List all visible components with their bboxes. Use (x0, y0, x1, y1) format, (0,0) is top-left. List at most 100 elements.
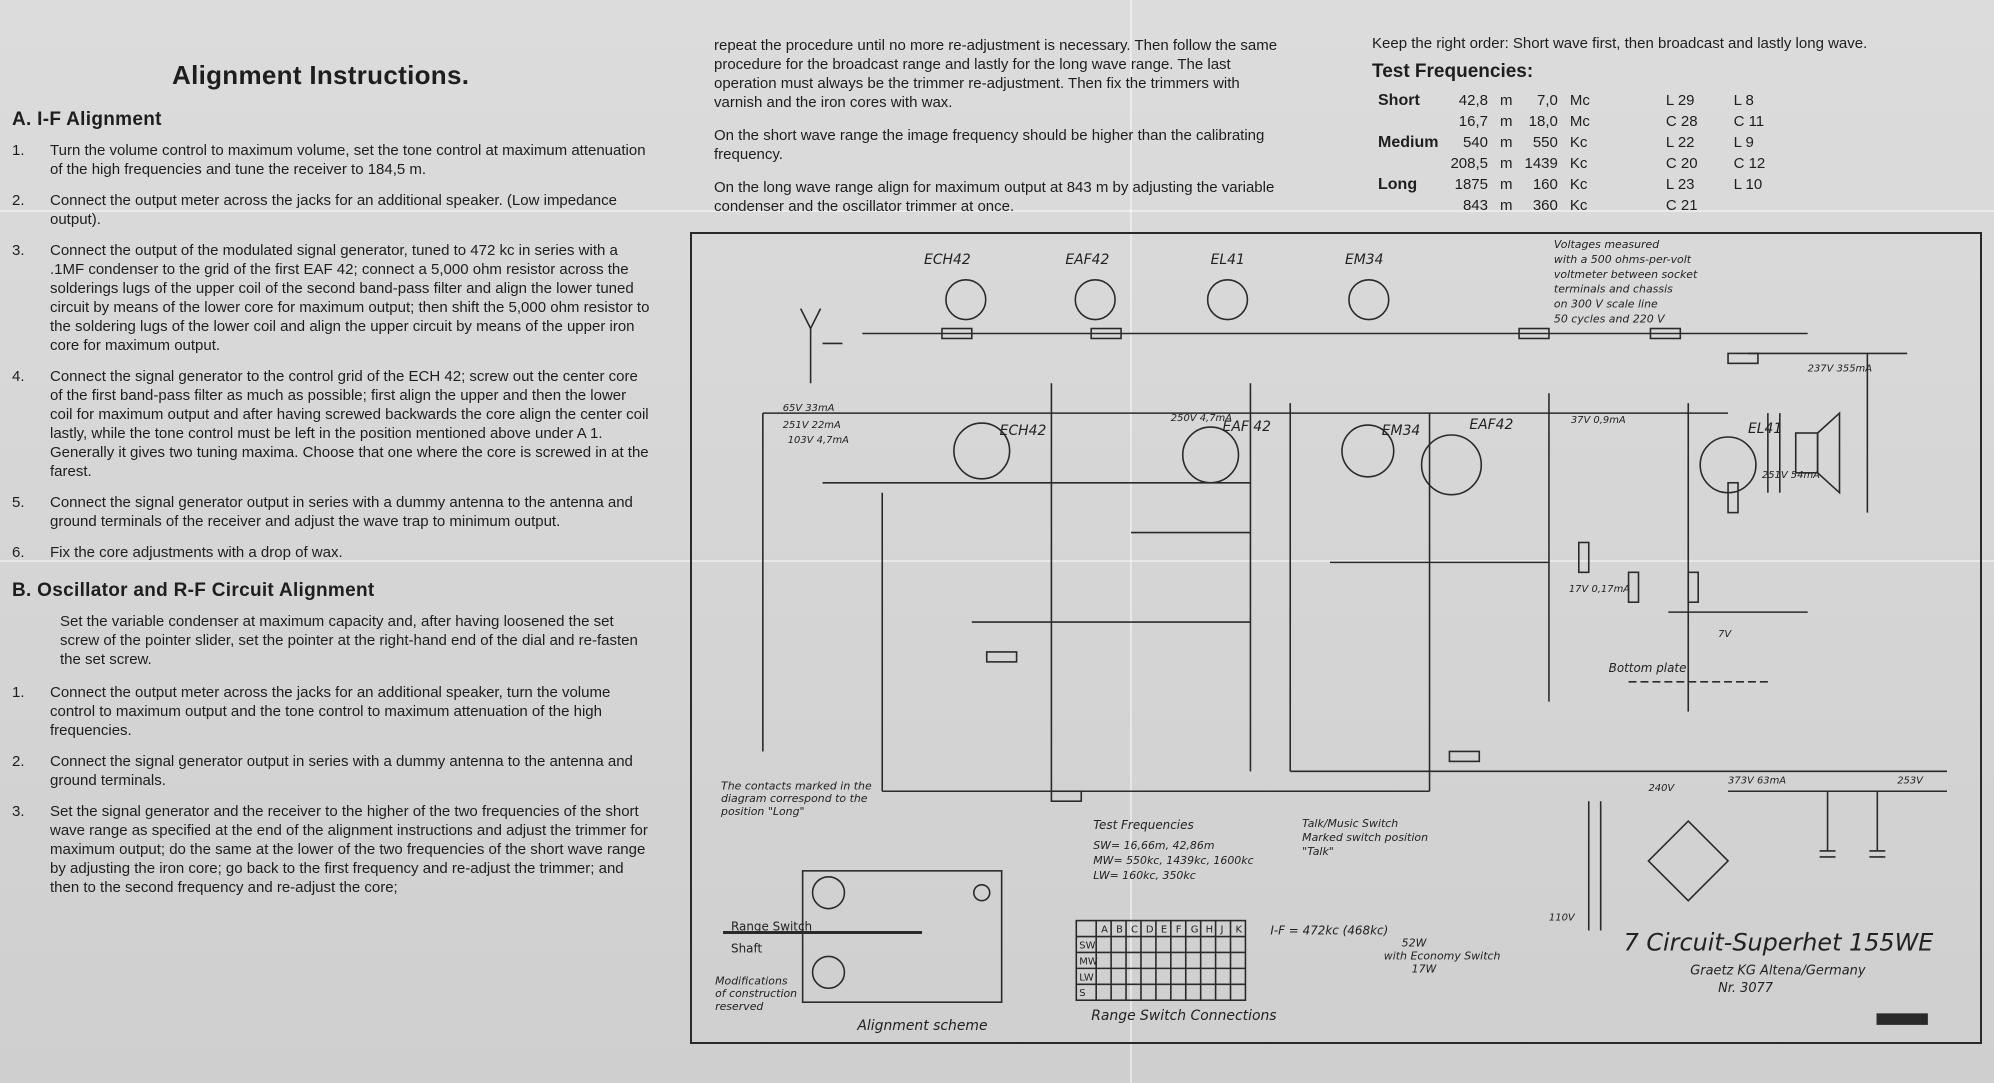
unit-cell: Kc (1569, 176, 1588, 193)
unit-cell: m (1500, 176, 1513, 193)
schematic-label: voltmeter between socket (1554, 268, 1698, 281)
voltage-label: 373V 63mA (1728, 775, 1786, 786)
alignment-instructions: Alignment Instructions. A. I-F Alignment… (12, 60, 652, 909)
schematic-label: Marked switch position (1302, 831, 1428, 844)
paper-crease (1130, 0, 1132, 1083)
band-cell (1372, 112, 1444, 133)
frequency-cell: 550 (1532, 134, 1558, 151)
tube-label: EAF 42 (1223, 419, 1271, 435)
schematic-label: SW= 16,66m, 42,86m (1093, 839, 1214, 852)
switch-row: LW (1079, 972, 1094, 983)
band-cell (1372, 196, 1444, 217)
unit-cell: Kc (1569, 197, 1588, 214)
paper-crease (0, 560, 1994, 562)
component-cell: C 21 (1665, 197, 1698, 214)
frequency-cell: 1439 (1524, 155, 1558, 172)
switch-col: G (1191, 925, 1199, 936)
tube-label: EM34 (1345, 252, 1384, 268)
instruction-item: 1.Turn the volume control to maximum vol… (12, 141, 652, 179)
instruction-item: 2.Connect the output meter across the ja… (12, 191, 652, 229)
switch-col: J (1220, 925, 1224, 936)
component-cell: L 8 (1733, 92, 1754, 109)
voltage-label: 17V 0,17mA (1569, 584, 1630, 595)
model-title: 7 Circuit-Superhet 155WE (1624, 928, 1935, 956)
item-number: 4. (12, 368, 25, 385)
wavelength-cell: 540 (1462, 134, 1488, 151)
voltage-label: 65V 33mA (783, 403, 835, 414)
switch-col: A (1101, 925, 1108, 936)
unit-cell: m (1500, 155, 1513, 172)
band-cell: Medium (1378, 134, 1439, 151)
item-text: Turn the volume control to maximum volum… (50, 142, 646, 178)
item-text: Connect the output meter across the jack… (50, 192, 617, 228)
schematic-label: MW= 550kc, 1439kc, 1600kc (1093, 854, 1253, 867)
unit-cell: m (1500, 92, 1513, 109)
switch-row: S (1079, 988, 1085, 999)
item-number: 3. (12, 803, 25, 820)
component-cell (1704, 196, 1772, 217)
voltage-label: 251V 22mA (783, 420, 841, 431)
unit-cell: Mc (1569, 113, 1590, 130)
switch-row: SW (1079, 940, 1095, 951)
paragraph: repeat the procedure until no more re-ad… (714, 37, 1278, 111)
schematic-label: reserved (715, 1000, 763, 1013)
item-text: Connect the signal generator to the cont… (50, 368, 649, 480)
item-number: 5. (12, 494, 25, 511)
page-title: Alignment Instructions. (172, 60, 470, 90)
item-text: Connect the signal generator output in s… (50, 753, 633, 789)
voltage-label: 7V (1718, 629, 1732, 640)
frequency-cell: 360 (1532, 197, 1558, 214)
switch-col: B (1116, 925, 1123, 936)
schematic-label: of construction (715, 987, 797, 1000)
voltage-label: 110V (1549, 913, 1576, 924)
wavelength-cell: 42,8 (1458, 92, 1488, 109)
switch-row: MW (1079, 956, 1098, 967)
item-number: 3. (12, 242, 25, 259)
component-cell: C 28 (1665, 113, 1698, 130)
section-b-list: 1.Connect the output meter across the ja… (12, 683, 652, 897)
switch-col: K (1235, 925, 1242, 936)
switch-col: C (1131, 925, 1138, 936)
wavelength-cell: 208,5 (1450, 155, 1488, 172)
wavelength-cell: 843 (1462, 197, 1488, 214)
item-text: Fix the core adjustments with a drop of … (50, 544, 343, 561)
voltage-label: 37V 0,9mA (1571, 415, 1626, 426)
item-text: Connect the output of the modulated sign… (50, 242, 650, 354)
order-note: Keep the right order: Short wave first, … (1372, 35, 1868, 52)
instruction-item: 4. Connect the signal generator to the co… (12, 367, 652, 481)
tube-label: ECH42 (1000, 423, 1047, 439)
schematic-label: I-F = 472kc (468kc) (1270, 924, 1388, 938)
unit-cell: m (1500, 134, 1513, 151)
voltage-label: 253V (1897, 775, 1924, 786)
test-frequencies-panel: Keep the right order: Short wave first, … (1372, 34, 1932, 217)
frequency-cell: 7,0 (1537, 92, 1558, 109)
instruction-item: 1.Connect the output meter across the ja… (12, 683, 652, 740)
switch-col: E (1161, 925, 1167, 936)
instruction-item: 3. Connect the output of the modulated si… (12, 241, 652, 355)
tube-label: EAF42 (1469, 417, 1513, 433)
component-cell: L 29 (1665, 92, 1695, 109)
tube-label: ECH42 (924, 252, 971, 268)
voltage-label: 103V 4,7mA (788, 435, 849, 446)
bottom-plate-label: Bottom plate (1609, 661, 1687, 675)
paragraph: On the long wave range align for maximum… (714, 179, 1275, 215)
band-cell: Short (1378, 92, 1420, 109)
voltage-label: 240V (1648, 783, 1675, 794)
band-cell (1372, 154, 1444, 175)
schematic-label: with Economy Switch (1384, 949, 1501, 962)
model-number: Nr. 3077 (1718, 981, 1774, 996)
schematic-label: on 300 V scale line (1554, 298, 1658, 311)
range-switch-connections-label: Range Switch Connections (1091, 1008, 1276, 1024)
schematic-label: "Talk" (1302, 845, 1334, 858)
switch-col: D (1146, 925, 1154, 936)
schematic-label: with a 500 ohms-per-volt (1554, 253, 1692, 266)
section-b-heading: B. Oscillator and R-F Circuit Alignment (12, 580, 375, 601)
maker-label: Graetz KG Altena/Germany (1690, 963, 1866, 978)
